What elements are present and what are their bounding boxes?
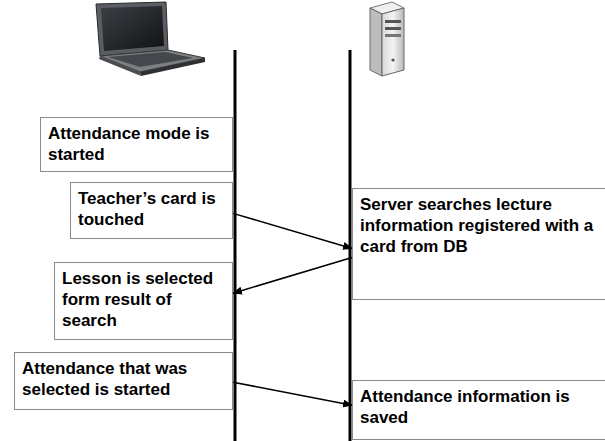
step-text: Server searches lecture information regi… [360,194,601,257]
step-text: Attendance mode is started [48,123,225,165]
process-box: Lesson is selected form result of search [54,262,233,340]
message-arrow [233,382,352,405]
step-text: Attendance that was selected is started [22,358,225,400]
process-box: Attendance mode is started [40,117,233,172]
step-text: Lesson is selected form result of search [62,268,225,331]
process-box: Attendance information is saved [352,380,605,440]
process-box: Teacher’s card is touched [70,182,233,239]
message-arrow [233,257,352,293]
message-arrow [233,213,352,248]
process-box: Attendance that was selected is started [14,352,233,410]
step-text: Attendance information is saved [360,386,601,428]
process-box: Server searches lecture information regi… [352,188,605,300]
server-icon [370,2,404,76]
laptop-icon [96,2,205,76]
step-text: Teacher’s card is touched [78,188,225,230]
